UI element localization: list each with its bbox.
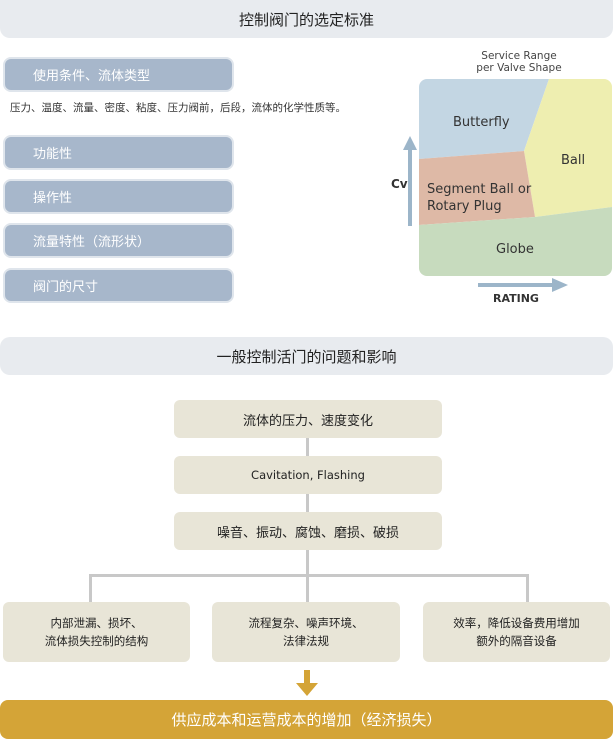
criteria-item-flow-characteristics[interactable]: 流量特性（流形状） [3,223,234,258]
effect-complex-process: 流程复杂、噪声环境、 法律法规 [212,602,400,662]
region-label-ball: Ball [561,153,585,168]
criteria-item-operability[interactable]: 操作性 [3,179,234,214]
effect-line: 效率，降低设备费用增加 [453,616,580,630]
connector-line [306,494,309,512]
criteria-note: 压力、温度、流量、密度、粘度、压力阀前，后段，流体的化学性质等。 [10,102,346,114]
effect-line: 流体损失控制的结构 [44,634,149,648]
connector-line [306,438,309,456]
rating-axis-label: RATING [493,292,539,305]
criteria-item-valve-size[interactable]: 阀门的尺寸 [3,268,234,303]
criteria-item-usage-conditions[interactable]: 使用条件、流体类型 [3,57,234,92]
criteria-item-label: 功能性 [33,147,73,162]
region-globe [419,207,612,276]
result-economic-loss: 供应成本和运营成本的增加（经济损失） [0,700,613,739]
down-arrow-icon [296,670,318,696]
cause-pressure-velocity-change: 流体的压力、速度变化 [174,400,442,438]
effect-line: 额外的隔音设备 [476,634,557,648]
effect-efficiency-cost: 效率，降低设备费用增加 额外的隔音设备 [423,602,610,662]
chart-title-line2: per Valve Shape [476,62,562,74]
effect-line: 法律法规 [283,634,329,648]
cause-noise-vibration-corrosion: 噪音、振动、腐蚀、磨损、破损 [174,512,442,550]
criteria-item-label: 阀门的尺寸 [33,280,99,295]
region-label-butterfly: Butterfly [453,115,510,130]
connector-horizontal-line [89,574,529,577]
region-label-segment-line1: Segment Ball or [427,182,532,197]
effect-internal-leakage: 内部泄漏、损坏、 流体损失控制的结构 [3,602,190,662]
effect-line: 内部泄漏、损坏、 [50,616,143,630]
criteria-item-functionality[interactable]: 功能性 [3,135,234,170]
region-label-segment-line2: Rotary Plug [427,199,502,214]
rating-right-arrow-icon [478,278,568,292]
region-butterfly [419,79,549,159]
connector-line [526,574,529,602]
chart-title-line1: Service Range [481,50,557,62]
problems-section-title: 一般控制活门的问题和影响 [0,337,613,375]
region-label-globe: Globe [496,242,534,257]
criteria-item-label: 流量特性（流形状） [33,235,151,250]
criteria-item-label: 使用条件、流体类型 [33,69,151,84]
criteria-item-label: 操作性 [33,191,73,206]
region-segment-ball [419,151,535,225]
region-ball [524,79,612,217]
cause-cavitation-flashing: Cavitation, Flashing [174,456,442,494]
valve-service-range-chart: Butterfly Ball Segment Ball or Rotary Pl… [419,79,612,276]
cv-axis-label: Cv [391,177,408,191]
effect-line: 流程复杂、噪声环境、 [248,616,364,630]
criteria-section-title: 控制阀门的选定标准 [0,0,613,38]
connector-line [89,574,92,602]
chart-title: Service Range per Valve Shape [455,50,583,74]
cv-up-arrow-icon [403,136,417,226]
